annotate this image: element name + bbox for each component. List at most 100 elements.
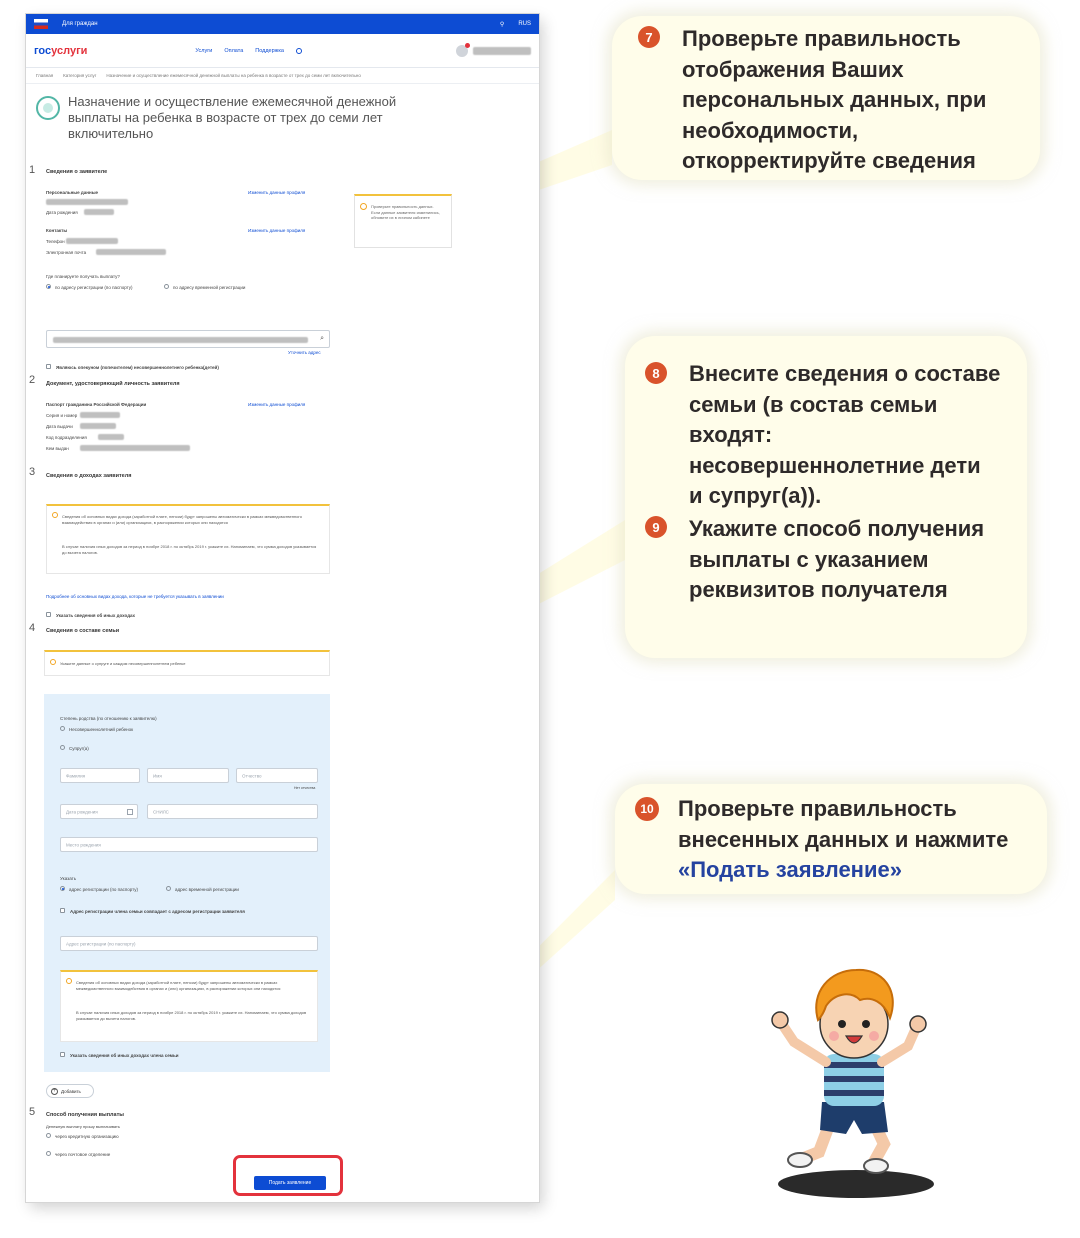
- redacted-address: [53, 337, 308, 343]
- radio-temp-address[interactable]: [164, 284, 169, 289]
- member-other-income-label: Указать сведения об иных доходах члена с…: [70, 1053, 179, 1058]
- edit-contacts-link[interactable]: Изменить данные профиля: [248, 228, 306, 233]
- section-number: 1: [29, 164, 36, 176]
- member-other-income-checkbox[interactable]: [60, 1052, 65, 1057]
- code-label: Код подразделения: [46, 435, 87, 440]
- birthdate-input[interactable]: Дата рождения: [60, 804, 138, 819]
- patronymic-placeholder: Отчество: [242, 773, 262, 778]
- side-hint: Проверьте правильность данных. Если данн…: [354, 194, 452, 248]
- redacted-email: [96, 249, 166, 255]
- topbar-label[interactable]: Для граждан: [62, 21, 98, 27]
- member-income-note-2: В случае наличия иных доходов за период …: [76, 1010, 307, 1021]
- section-family: 4 Сведения о составе семьи: [26, 622, 539, 642]
- nav-support[interactable]: Поддержка: [255, 47, 284, 54]
- redacted-issue-date: [80, 423, 116, 429]
- email-label: Электронная почта: [46, 250, 87, 255]
- add-member-button[interactable]: + Добавить: [46, 1084, 94, 1098]
- kid-hair: [815, 968, 894, 1022]
- radio-spouse[interactable]: [60, 745, 65, 750]
- birthplace-input[interactable]: Место рождения: [60, 837, 318, 852]
- language-switch[interactable]: RUS: [518, 21, 531, 27]
- section-number: 2: [29, 374, 36, 386]
- redacted-birth: [84, 209, 114, 215]
- same-address-label: Адрес регистрации члена семьи совпадает …: [70, 909, 245, 914]
- radio-reg-address[interactable]: [46, 284, 51, 289]
- breadcrumb-category[interactable]: Категория услуг: [63, 73, 97, 78]
- same-address-checkbox[interactable]: [60, 908, 65, 913]
- radio-bank[interactable]: [46, 1133, 51, 1138]
- search-icon[interactable]: ⌕: [320, 335, 324, 342]
- guardian-checkbox[interactable]: [46, 364, 51, 369]
- calendar-icon[interactable]: [127, 809, 133, 815]
- submit-application-button[interactable]: Подать заявление: [254, 1176, 326, 1190]
- edit-passport-link[interactable]: Изменить данные профиля: [248, 402, 306, 407]
- portal-nav: Услуги Оплата Поддержка: [195, 47, 302, 54]
- patronymic-input[interactable]: Отчество: [236, 768, 318, 783]
- portal-logo[interactable]: госуслуги: [34, 44, 88, 57]
- service-header: Назначение и осуществление ежемесячной д…: [26, 84, 539, 142]
- callout-7-text: Проверьте правильность отображения Ваших…: [682, 26, 987, 173]
- income-types-link[interactable]: Подробнее об основных видах дохода, кото…: [46, 594, 224, 599]
- radio-post[interactable]: [46, 1151, 51, 1156]
- breadcrumb-home[interactable]: Главная: [36, 73, 54, 78]
- user-menu[interactable]: [456, 42, 531, 57]
- option-temp-address: по адресу временной регистрации: [173, 285, 246, 290]
- passport-label: Паспорт гражданина Российской Федерации: [46, 402, 147, 407]
- callout-badge: 8: [645, 362, 667, 384]
- no-patronymic-link[interactable]: Нет отчества: [294, 786, 316, 790]
- section-income: 3 Сведения о доходах заявителя Сведения …: [26, 466, 539, 618]
- radio-member-temp-address[interactable]: [166, 886, 171, 891]
- edit-profile-link[interactable]: Изменить данные профиля: [248, 190, 306, 195]
- other-income-label: Указать сведения об иных доходах: [56, 613, 136, 618]
- member-income-note-1: Сведения об основных видах дохода (зараб…: [76, 980, 281, 991]
- search-icon[interactable]: [295, 47, 302, 54]
- info-icon: [50, 659, 56, 665]
- section-number: 4: [29, 622, 36, 634]
- kid-shoe-right: [863, 1158, 889, 1174]
- section-number: 3: [29, 466, 36, 478]
- surname-placeholder: Фамилия: [66, 773, 86, 778]
- info-icon: [360, 203, 367, 210]
- radio-child[interactable]: [60, 726, 65, 731]
- kid-shoe-left: [787, 1152, 813, 1168]
- section-applicant: 1 Сведения о заявителе Персональные данн…: [26, 164, 539, 370]
- nav-payment[interactable]: Оплата: [224, 47, 244, 54]
- callout-badge: 9: [645, 516, 667, 538]
- member-income-note: Сведения об основных видах дохода (зараб…: [60, 970, 318, 1042]
- name-input[interactable]: Имя: [147, 768, 229, 783]
- section-payment-method: 5 Способ получения выплаты Денежную выпл…: [26, 1106, 539, 1166]
- birthdate-placeholder: Дата рождения: [66, 809, 98, 814]
- kid-shadow: [778, 1170, 934, 1198]
- info-icon: [66, 978, 72, 984]
- callout-7: 7 Проверьте правильность отображения Ваш…: [612, 16, 1040, 180]
- service-icon: [36, 96, 60, 120]
- callout-badge: 7: [638, 26, 660, 48]
- radio-member-reg-address[interactable]: [60, 886, 65, 891]
- personal-data-label: Персональные данные: [46, 190, 99, 195]
- specify-label: Указать: [60, 876, 77, 881]
- name-placeholder: Имя: [153, 773, 162, 778]
- nav-services[interactable]: Услуги: [195, 47, 213, 54]
- redacted-name: [46, 199, 128, 205]
- kid-arm-right: [877, 1023, 921, 1067]
- option-reg-address: по адресу регистрации (по паспорту): [55, 285, 133, 290]
- kid-arm-left: [777, 1019, 831, 1067]
- member-address-input[interactable]: Адрес регистрации (по паспорту): [60, 936, 318, 951]
- issued-by-label: Кем выдан: [46, 446, 69, 451]
- address-input[interactable]: ⌕: [46, 330, 330, 348]
- flag-icon: [34, 19, 48, 29]
- running-boy-illustration: [771, 968, 934, 1198]
- plus-icon: +: [51, 1087, 58, 1095]
- callout-badge: 10: [635, 797, 659, 821]
- avatar[interactable]: [456, 42, 470, 57]
- snils-input[interactable]: СНИЛС: [147, 804, 318, 819]
- income-note-text-2: В случае наличия иных доходов за период …: [62, 544, 317, 555]
- breadcrumb-current: Назначение и осуществление ежемесячной д…: [106, 73, 361, 78]
- redacted-code: [98, 434, 124, 440]
- section-title: Сведения о доходах заявителя: [46, 473, 132, 479]
- surname-input[interactable]: Фамилия: [60, 768, 140, 783]
- payment-method-question: Денежную выплату прошу выплачивать: [46, 1124, 120, 1129]
- location-icon[interactable]: ⚲: [499, 21, 505, 28]
- clarify-address-link[interactable]: Уточнить адрес: [288, 350, 321, 355]
- other-income-checkbox[interactable]: [46, 612, 51, 617]
